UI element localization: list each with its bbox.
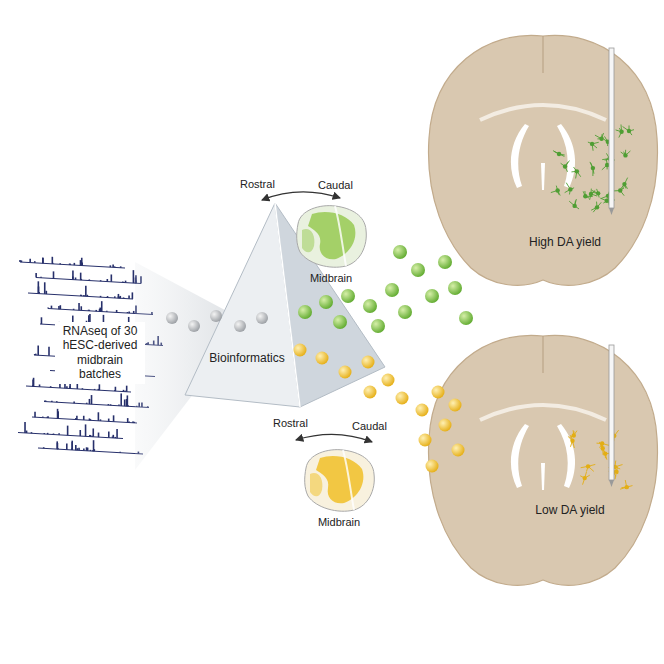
direction-label: Rostral xyxy=(273,417,308,430)
direction-label: Caudal xyxy=(318,179,353,192)
description-label: RNAseq of 30 hESC-derived midbrain batch… xyxy=(55,322,145,384)
cell-dot-yellow xyxy=(294,344,465,473)
brain-section-outline xyxy=(425,328,661,593)
direction-label: Rostral xyxy=(240,178,275,191)
direction-arrow xyxy=(262,192,340,200)
cell-dot-grey xyxy=(166,310,268,332)
rnaseq-trace xyxy=(44,393,149,407)
direction-label: Caudal xyxy=(352,420,387,433)
rnaseq-trace xyxy=(18,422,123,438)
injection-needle xyxy=(609,48,614,208)
brain-section-outline xyxy=(425,28,661,293)
rnaseq-trace xyxy=(20,257,125,268)
node-label: Low DA yield xyxy=(505,503,635,517)
direction-arrow xyxy=(296,434,372,442)
rnaseq-trace xyxy=(38,440,143,454)
rnaseq-trace xyxy=(32,409,137,423)
brain-section: High DA yield xyxy=(425,28,661,293)
node-label: Bioinformatics xyxy=(198,351,296,365)
node-label: Midbrain xyxy=(290,272,372,285)
midbrain-shape: Midbrain xyxy=(290,204,372,290)
injection-needle xyxy=(609,345,614,480)
midbrain-shape: Midbrain xyxy=(298,448,380,534)
brain-section: Low DA yield xyxy=(425,328,661,593)
node-label: Midbrain xyxy=(298,516,380,529)
cell-dot-green xyxy=(298,245,473,333)
node-label: High DA yield xyxy=(505,235,625,249)
rnaseq-trace xyxy=(28,281,133,299)
rnaseq-trace xyxy=(36,270,141,283)
